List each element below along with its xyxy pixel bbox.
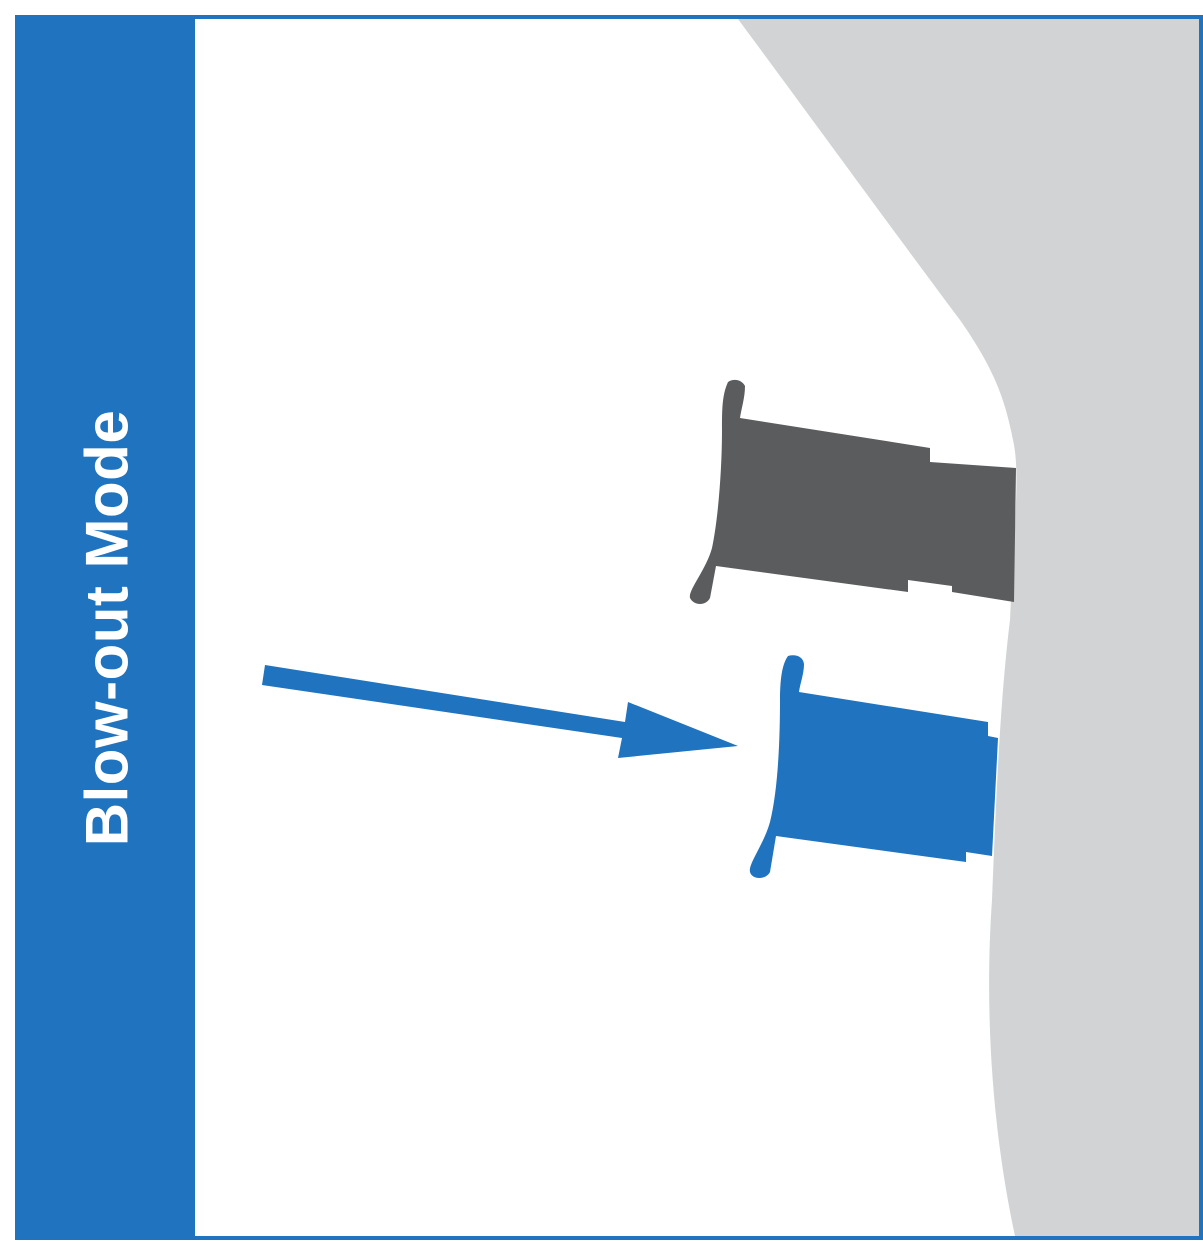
mode-sidebar: Blow-out Mode <box>19 19 195 1236</box>
arrow-right-icon <box>262 665 738 758</box>
nozzle-retracted-icon <box>689 379 1016 604</box>
surface-shape <box>738 19 1199 1236</box>
nozzle-active-icon <box>749 655 998 878</box>
